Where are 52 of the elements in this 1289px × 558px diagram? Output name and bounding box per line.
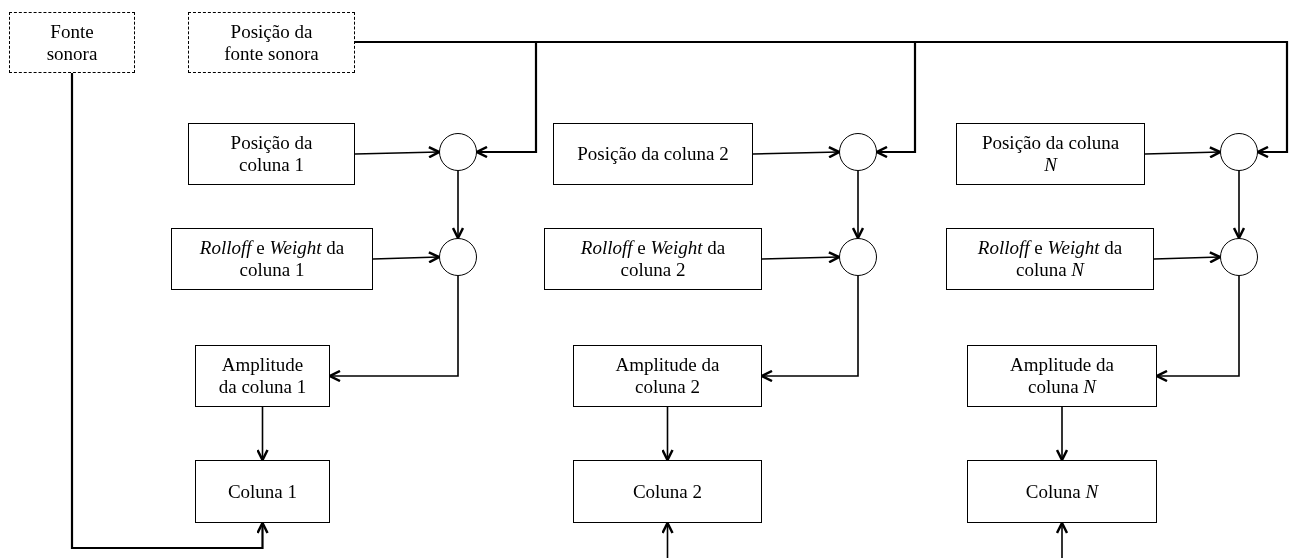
arrow (1153, 251, 1222, 264)
arrow (760, 275, 859, 383)
arrow (661, 521, 674, 558)
arrow (1144, 146, 1222, 159)
arrow (1055, 406, 1069, 462)
arrow (752, 146, 841, 159)
process-box (171, 228, 373, 290)
summing-circle (1220, 133, 1258, 171)
arrow (451, 170, 465, 240)
node-label: Rolloff e Weight da coluna N (976, 237, 1124, 281)
process-box (946, 228, 1154, 290)
process-box (544, 228, 762, 290)
summing-circle (439, 133, 477, 171)
arrow (256, 406, 269, 462)
process-box (573, 460, 762, 523)
node-label: Rolloff e Weight da coluna 1 (198, 237, 346, 281)
node-label: Amplitude da coluna 1 (217, 354, 308, 398)
arrow (70, 73, 269, 550)
node-label: Fonte sonora (45, 20, 99, 65)
arrow (761, 251, 841, 264)
arrow (851, 170, 865, 240)
node-label: Amplitude da coluna 2 (614, 354, 721, 398)
process-box (188, 123, 355, 185)
node-label: Posição da fonte sonora (223, 20, 320, 65)
arrow (661, 406, 674, 462)
process-box (956, 123, 1145, 185)
node-label: Posição da coluna 2 (577, 143, 729, 165)
node-label: Rolloff e Weight da coluna 2 (579, 237, 727, 281)
arrow (328, 275, 459, 383)
node-label: Posição da coluna 1 (229, 132, 314, 176)
process-box (553, 123, 753, 185)
summing-circle (1220, 238, 1258, 276)
input-box (9, 12, 135, 73)
process-box (195, 460, 330, 523)
input-box (188, 12, 355, 73)
process-box (967, 345, 1157, 407)
node-label: Amplitude da coluna N (1009, 354, 1115, 398)
arrow (354, 146, 441, 159)
node-label: Coluna 2 (632, 480, 703, 503)
process-box (195, 345, 330, 407)
node-label: Coluna 1 (227, 480, 298, 503)
arrow (1232, 170, 1246, 240)
summing-circle (839, 133, 877, 171)
node-label: Coluna N (1025, 480, 1099, 503)
process-box (967, 460, 1157, 523)
summing-circle (839, 238, 877, 276)
process-box (573, 345, 762, 407)
summing-circle (439, 238, 477, 276)
arrow (1155, 275, 1240, 383)
arrow (1055, 521, 1069, 558)
node-label: Posição da coluna N (980, 132, 1121, 176)
arrow (372, 251, 441, 264)
